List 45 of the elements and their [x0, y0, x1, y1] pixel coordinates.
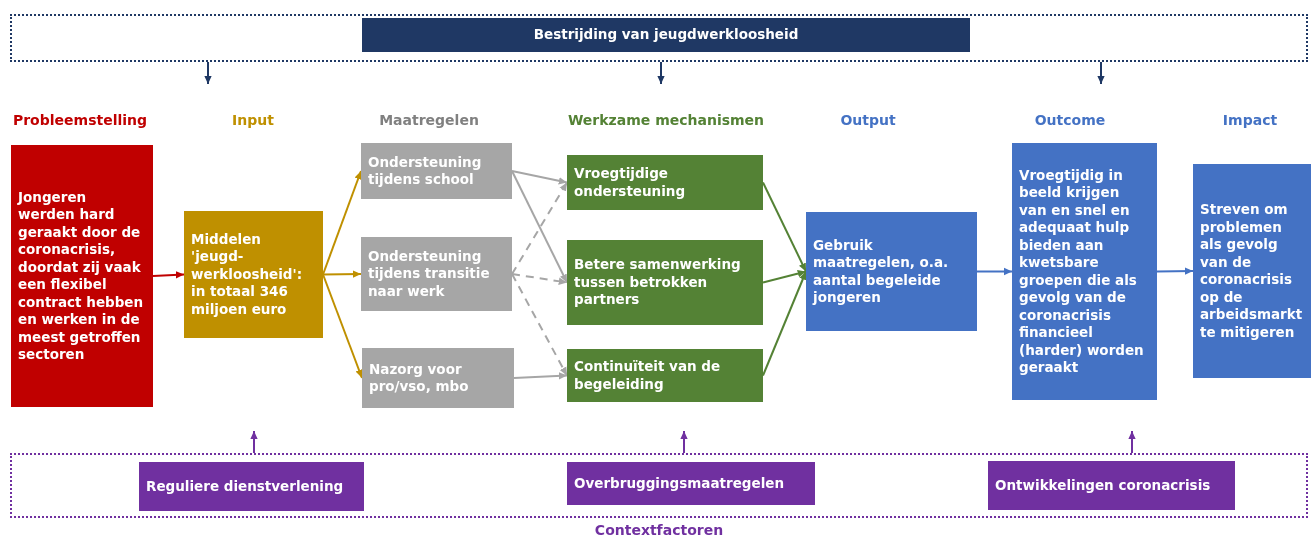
column-heading: Outcome: [1034, 112, 1106, 128]
arrow: [1156, 267, 1194, 275]
arrow: [322, 273, 363, 379]
arrow: [976, 267, 1013, 276]
column-heading: Output: [840, 112, 896, 128]
arrow: [762, 181, 807, 273]
column-heading: Input: [232, 112, 274, 128]
column-heading: Maatregelen: [379, 112, 479, 128]
arrow: [762, 269, 807, 284]
arrow: [322, 270, 362, 278]
input-box: Middelen 'jeugd-werkloosheid': in totaal 346 miljoen euro: [184, 211, 323, 338]
band-caption: Contextfactoren: [594, 522, 724, 540]
arrow: [511, 181, 568, 275]
arrow: [322, 170, 362, 276]
impact-box: Streven om problemen als gevolg van de coronacrisis op de arbeidsmarkt te mitigeren: [1193, 164, 1311, 378]
goal-box: Bestrijding van jeugdwerkloosheid: [362, 18, 970, 52]
mechanism-box: Continuïteit van de begeleiding: [567, 349, 763, 402]
arrow: [680, 430, 688, 454]
column-heading: Impact: [1222, 112, 1278, 128]
column-heading: Probleemstelling: [12, 112, 148, 128]
context-box: Overbruggingsmaatregelen: [567, 462, 815, 505]
arrow: [511, 273, 568, 285]
arrow: [511, 170, 568, 185]
measure-box: Ondersteuning tijdens transitie naar werk: [361, 237, 512, 311]
arrow: [511, 273, 568, 377]
measure-box: Nazorg voor pro/vso, mbo: [362, 348, 514, 408]
mechanism-box: Betere samenwerking tussen betrokken partners: [567, 240, 763, 325]
outcome-box: Vroegtijdig in beeld krijgen van en snel en adequaat hulp bieden aan kwetsbare groepen die als gevolg van de coronacrisis financieel (harder) worden geraakt: [1012, 143, 1157, 400]
arrow: [152, 271, 185, 279]
context-box: Ontwikkelingen coronacrisis: [988, 461, 1235, 510]
arrow: [511, 170, 568, 284]
mechanism-box: Vroegtijdige ondersteuning: [567, 155, 763, 210]
column-heading: Werkzame mechanismen: [567, 112, 765, 128]
problem-box: Jongeren werden hard geraakt door de coronacrisis, doordat zij vaak een flexibel contract hebben en werken in de meest getroffen sectoren: [11, 145, 153, 407]
context-box: Reguliere dienstverlening: [139, 462, 364, 511]
output-box: Gebruik maatregelen, o.a. aantal begeleide jongeren: [806, 212, 977, 331]
arrow: [1128, 430, 1136, 454]
arrow: [250, 430, 258, 454]
arrow: [513, 372, 568, 380]
arrow: [762, 270, 807, 377]
arrow: [657, 61, 665, 85]
measure-box: Ondersteuning tijdens school: [361, 143, 512, 199]
arrow: [204, 61, 212, 85]
goal-band: [10, 14, 1308, 62]
arrow: [1097, 61, 1105, 85]
